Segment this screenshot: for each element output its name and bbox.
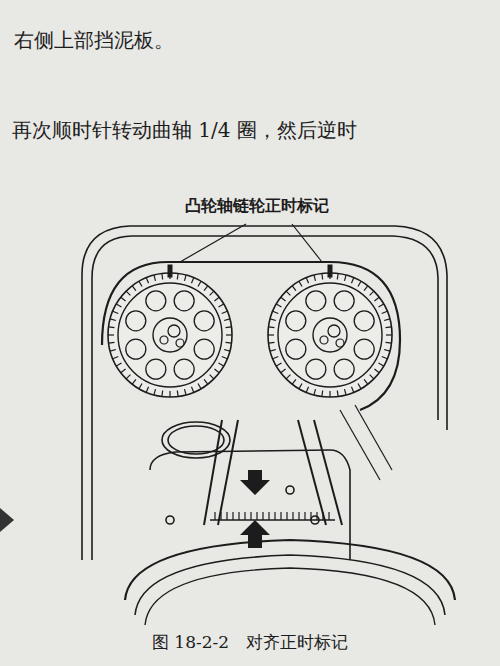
cam-sprocket — [108, 265, 232, 397]
guide-line — [355, 405, 392, 470]
part-label: 凸轮轴链轮正时标记 — [183, 196, 331, 215]
timing-belt — [102, 262, 400, 410]
cam-sprocket — [268, 265, 392, 397]
timing-arrow-down — [240, 470, 270, 495]
leader-line — [180, 224, 246, 262]
idler-disk-inner — [168, 426, 224, 454]
belt-strip — [298, 420, 326, 525]
crank-pulley — [125, 540, 455, 600]
bolt — [286, 486, 294, 494]
crank-pulley-groove — [145, 568, 435, 625]
belt-strip — [314, 420, 342, 525]
page-mark — [0, 508, 14, 532]
guide-line — [340, 410, 380, 480]
body-text: 再次顺时针转动曲轴 1/4 圈，然后逆时 — [12, 118, 357, 142]
timing-arrow-up — [240, 520, 270, 548]
body-text: 右侧上部挡泥板。 — [14, 28, 174, 52]
figure-caption: 图 18-2-2 对齐正时标记 — [152, 632, 348, 652]
belt-strip — [218, 420, 238, 525]
timing-cover-inner — [92, 236, 438, 560]
crank-sprocket — [210, 519, 335, 520]
belt-strip — [204, 420, 222, 525]
crank-teeth — [215, 512, 329, 520]
leader-line — [292, 224, 322, 262]
timing-mark — [328, 265, 332, 277]
timing-cover — [82, 226, 447, 560]
timing-mark — [168, 265, 172, 277]
bolt — [166, 516, 174, 524]
